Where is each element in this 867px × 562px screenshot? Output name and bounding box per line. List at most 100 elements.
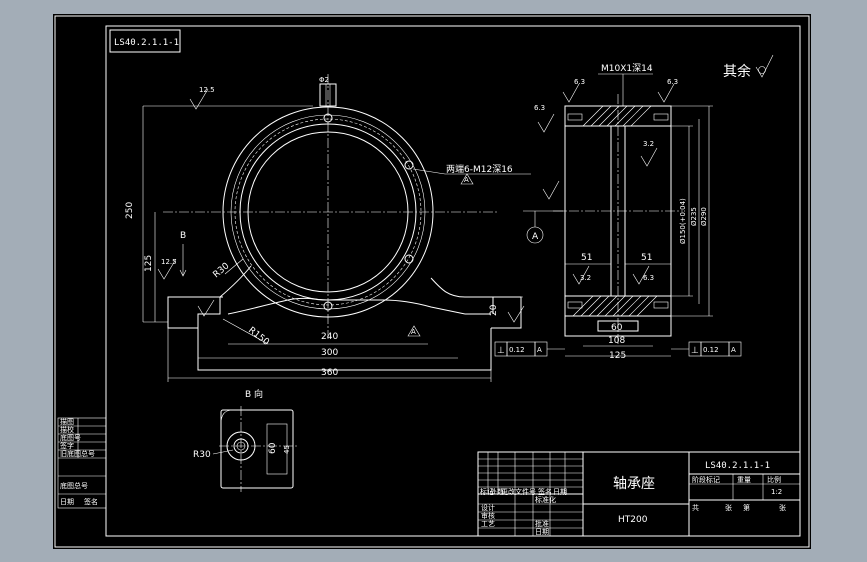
roughness-mark-4 bbox=[657, 83, 675, 103]
code-box bbox=[109, 29, 181, 53]
tb-sheet-0: 共 bbox=[692, 503, 699, 512]
left-label-4: 旧底图总号 bbox=[60, 449, 95, 458]
roughness-text-5: 3.2 bbox=[643, 140, 654, 148]
dim-dia2: Ø235 bbox=[690, 207, 698, 226]
holes-note: 两端6-M12深16 bbox=[446, 163, 513, 175]
tb-design-0: 设计 bbox=[481, 503, 495, 512]
tol1-symbol: ⊥ bbox=[497, 346, 505, 356]
tb-approve: 批准 bbox=[535, 519, 549, 528]
tb-check-1: 工艺 bbox=[481, 520, 495, 528]
left-label-3: 签字 bbox=[60, 441, 74, 450]
roughness-circle bbox=[758, 66, 766, 74]
dim-51a: 51 bbox=[581, 253, 592, 263]
bolt-hole-right-upper bbox=[404, 160, 414, 170]
roughness-text-2: 6.3 bbox=[534, 104, 545, 112]
section-hole-tr bbox=[653, 113, 669, 121]
title-block: 标记 处数 更改文件号 签名 日期 设计 标准化 审核 工艺 批准 日期 轴承座… bbox=[477, 451, 801, 537]
dim-108: 108 bbox=[608, 336, 625, 346]
drawing-canvas: LS40.2.1.1-1 其余 Φ2 bbox=[54, 15, 810, 548]
tb-row-label-2: 更改文件号 bbox=[501, 487, 536, 496]
base-mid-profile bbox=[227, 297, 466, 315]
tb-check-2: 日期 bbox=[535, 528, 549, 536]
roughness-text-1: 12.5 bbox=[199, 86, 215, 94]
dim-125b: 125 bbox=[609, 351, 626, 361]
tb-stage-0: 阶段标记 bbox=[692, 475, 720, 484]
outer-frame bbox=[54, 15, 810, 548]
bolt-hole-right-lower bbox=[404, 254, 414, 264]
dim-dia1: Ø150(+0.04) bbox=[679, 198, 687, 244]
surface-note: 其余 bbox=[723, 63, 751, 80]
datum-circle-label: A bbox=[532, 232, 539, 242]
side-section-view: M10X1深14 bbox=[494, 63, 742, 361]
tb-stage-2: 比例 bbox=[767, 475, 781, 484]
left-block: 描图 描校 底图号 签字 旧底图总号 底图总号 日期 签名 bbox=[57, 417, 107, 509]
base-right-foot bbox=[430, 277, 522, 329]
view-b-corner bbox=[220, 409, 234, 425]
dim-360: 360 bbox=[321, 368, 338, 378]
datum-triangle-2 bbox=[407, 325, 421, 337]
front-view: Φ2 250 125 B 12.5 12.5 R30 R150 两端6-M12深… bbox=[125, 74, 531, 382]
roughness-symbol bbox=[755, 54, 774, 78]
view-b-pad bbox=[266, 423, 288, 475]
roughness-mark-3 bbox=[562, 83, 580, 103]
tol1-datum: A bbox=[537, 346, 542, 354]
roughness-mark-right bbox=[507, 305, 525, 323]
code-box-text: LS40.2.1.1-1 bbox=[114, 38, 179, 48]
section-hole-tl bbox=[567, 113, 583, 121]
tb-row-label-0: 标记 bbox=[480, 487, 494, 496]
base-bottom bbox=[197, 328, 492, 371]
dim-60: 60 bbox=[611, 323, 623, 333]
dim-125: 125 bbox=[144, 255, 154, 272]
roughness-text-7: 12.5 bbox=[161, 258, 177, 266]
section-hole-br bbox=[653, 301, 669, 309]
datum-circle bbox=[526, 226, 544, 244]
roughness-text-4: 6.3 bbox=[667, 78, 678, 86]
roughness-mark-2 bbox=[537, 113, 555, 133]
left-label-1: 描校 bbox=[60, 425, 74, 434]
radius-r150-label: R150 bbox=[246, 325, 271, 347]
tb-stage-1: 重量 bbox=[737, 476, 751, 484]
roughness-text-3: 6.3 bbox=[574, 78, 585, 86]
r150-leader bbox=[222, 318, 269, 345]
tb-row-label-4: 日期 bbox=[553, 488, 567, 496]
r30-leader bbox=[224, 258, 244, 275]
left-label-0: 描图 bbox=[60, 417, 74, 426]
roughness-mark-1 bbox=[189, 88, 209, 110]
dim-240: 240 bbox=[321, 332, 338, 342]
holes-note-leader bbox=[412, 168, 446, 175]
part-name: 轴承座 bbox=[613, 476, 655, 492]
left-label-2: 底图号 bbox=[60, 433, 81, 442]
tb-code: LS40.2.1.1-1 bbox=[705, 461, 770, 471]
roughness-mark-5 bbox=[640, 147, 658, 167]
tb-scale: 1:2 bbox=[771, 488, 782, 496]
view-b: B 向 R30 60 45 bbox=[193, 388, 297, 492]
view-b-outline bbox=[220, 409, 294, 489]
section-hatch-top bbox=[582, 105, 652, 127]
base-left-foot bbox=[167, 296, 221, 329]
phi2-label: Φ2 bbox=[319, 76, 329, 84]
tb-row-label-1: 处数 bbox=[490, 487, 504, 496]
datum-triangle-1 bbox=[460, 173, 474, 185]
datum-label-2: A bbox=[411, 328, 416, 336]
material: HT200 bbox=[618, 515, 648, 525]
view-b-r30-leader bbox=[212, 449, 234, 455]
tol2-symbol: ⊥ bbox=[691, 346, 699, 356]
tb-row-label-3: 签名 bbox=[538, 487, 552, 496]
view-b-arrowhead bbox=[179, 269, 187, 277]
roughness-mark-left-section bbox=[542, 180, 560, 200]
view-b-title: B 向 bbox=[245, 388, 263, 400]
section-hole-bl bbox=[567, 301, 583, 309]
tb-check-0: 审核 bbox=[481, 511, 495, 520]
view-b-r30: R30 bbox=[193, 450, 211, 460]
view-b-dim-45: 45 bbox=[283, 445, 291, 454]
dim-51b: 51 bbox=[641, 253, 652, 263]
datum-label-1: A bbox=[464, 176, 469, 184]
tol1-value: 0.12 bbox=[509, 346, 525, 354]
roughness-mark-base bbox=[197, 299, 215, 317]
left-block-frame bbox=[57, 417, 107, 509]
tb-design-1: 标准化 bbox=[535, 495, 556, 504]
tb-sheet-3: 张 bbox=[779, 503, 786, 512]
tb-sheet-2: 第 bbox=[743, 503, 750, 512]
view-b-label: B bbox=[180, 231, 186, 241]
dim-300: 300 bbox=[321, 348, 338, 358]
